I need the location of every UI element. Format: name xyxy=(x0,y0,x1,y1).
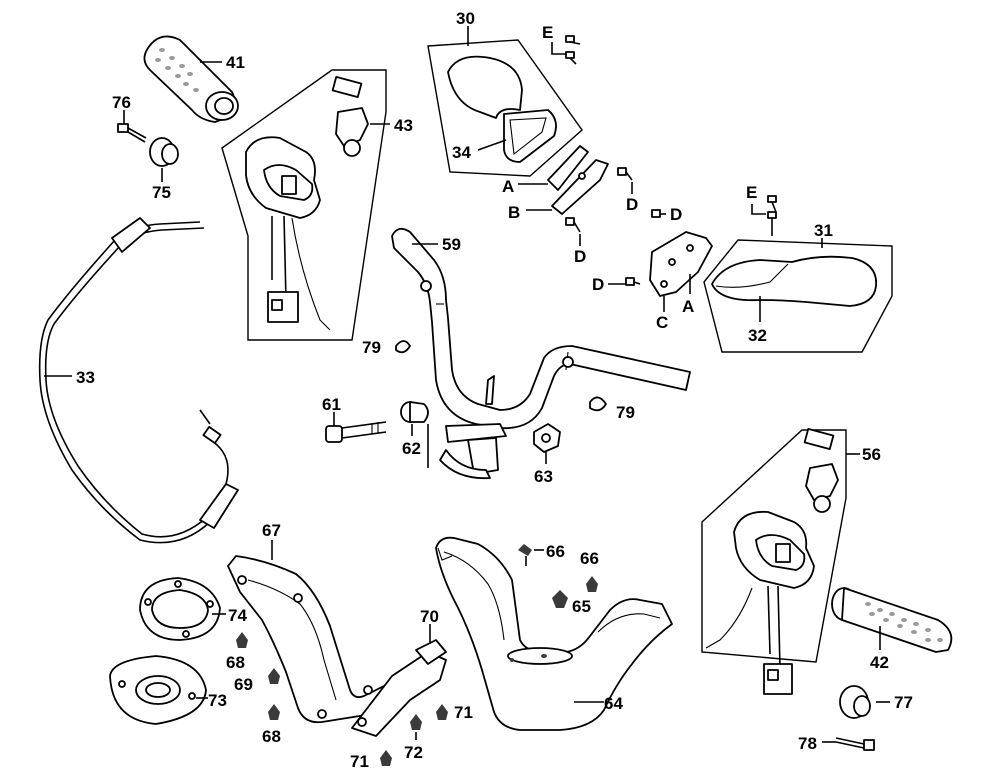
label-63: 63 xyxy=(534,467,553,486)
screw-D-4 xyxy=(625,277,641,286)
left-cover-part-30 xyxy=(447,55,557,163)
label-66-left: 66 xyxy=(546,542,565,561)
screw-D-1 xyxy=(617,167,633,181)
label-A-left: A xyxy=(502,177,514,196)
label-42: 42 xyxy=(870,653,889,672)
right-grip-part-42 xyxy=(831,587,953,653)
screws-E-top xyxy=(565,35,581,65)
label-75: 75 xyxy=(152,183,171,202)
label-65: 65 xyxy=(572,597,591,616)
clip-part-79-right xyxy=(589,396,607,412)
screw-part-66-right xyxy=(586,576,598,592)
handlebar-part-59 xyxy=(391,227,691,480)
weight-part-77 xyxy=(839,685,871,719)
label-66-right: 66 xyxy=(580,549,599,568)
label-64: 64 xyxy=(604,694,623,713)
right-switch-part-56 xyxy=(705,427,839,695)
clip-part-65 xyxy=(552,590,568,608)
label-B: B xyxy=(508,203,520,222)
screw-part-69 xyxy=(268,668,280,684)
cap-part-73 xyxy=(109,655,207,725)
label-77: 77 xyxy=(894,693,913,712)
bolt-part-61 xyxy=(325,421,387,443)
nut-part-63 xyxy=(533,423,561,453)
screw-part-71-bottom xyxy=(380,750,392,766)
bracket-part-C-A xyxy=(649,231,713,297)
gasket-part-74 xyxy=(139,577,221,641)
left-grip-part-41 xyxy=(143,35,239,123)
label-D-2: D xyxy=(670,205,682,224)
cover-group-outline-31 xyxy=(703,239,893,353)
label-70: 70 xyxy=(420,607,439,626)
rear-cover-part-67 xyxy=(227,555,421,724)
label-67: 67 xyxy=(262,521,281,540)
label-69: 69 xyxy=(234,675,253,694)
collar-part-62 xyxy=(400,401,429,423)
label-A-right: A xyxy=(682,297,694,316)
label-68-bottom: 68 xyxy=(262,727,281,746)
bolt-part-78 xyxy=(835,737,875,751)
label-76: 76 xyxy=(112,93,131,112)
bracket-part-A-B xyxy=(547,145,609,215)
label-68-top: 68 xyxy=(226,653,245,672)
front-cover-part-64 xyxy=(435,536,673,731)
right-cover-part-31 xyxy=(711,255,877,307)
label-74: 74 xyxy=(228,606,247,625)
weight-part-75 xyxy=(149,137,179,167)
label-E-top: E xyxy=(542,23,553,42)
screw-D-3 xyxy=(565,217,581,233)
label-73: 73 xyxy=(208,691,227,710)
screws-E-right xyxy=(767,195,777,236)
label-43: 43 xyxy=(394,116,413,135)
label-71-right: 71 xyxy=(454,703,473,722)
switch-group-outline-56 xyxy=(701,429,847,663)
label-41: 41 xyxy=(226,53,245,72)
switch-group-outline-43 xyxy=(221,69,387,341)
throttle-cable-part-33 xyxy=(38,217,239,544)
label-59: 59 xyxy=(442,235,461,254)
label-56: 56 xyxy=(862,445,881,464)
label-31: 31 xyxy=(814,221,833,240)
screw-part-68-bottom xyxy=(268,704,280,720)
label-D-1: D xyxy=(626,195,638,214)
bolt-part-76 xyxy=(117,123,147,143)
screw-D-2 xyxy=(651,209,666,218)
cover-group-outline-30 xyxy=(427,39,583,177)
label-34: 34 xyxy=(452,143,471,162)
screw-part-72 xyxy=(410,714,422,730)
label-E-right: E xyxy=(746,183,757,202)
label-D-4: D xyxy=(592,275,604,294)
screw-part-66-left xyxy=(518,544,532,566)
label-71-bottom: 71 xyxy=(350,752,369,771)
label-62: 62 xyxy=(402,439,421,458)
label-72: 72 xyxy=(404,743,423,762)
label-79-left: 79 xyxy=(362,338,381,357)
label-79-right: 79 xyxy=(616,403,635,422)
screw-part-71-right xyxy=(436,704,448,720)
left-switch-part-43 xyxy=(245,75,369,331)
clip-part-79-left xyxy=(395,340,411,354)
bracket-part-70 xyxy=(351,639,447,737)
label-78: 78 xyxy=(798,734,817,753)
label-30: 30 xyxy=(456,9,475,28)
label-D-3: D xyxy=(574,247,586,266)
screw-part-68-top xyxy=(236,632,248,648)
label-C: C xyxy=(656,313,668,332)
label-32: 32 xyxy=(748,326,767,345)
label-33: 33 xyxy=(76,368,95,387)
label-61: 61 xyxy=(322,395,341,414)
